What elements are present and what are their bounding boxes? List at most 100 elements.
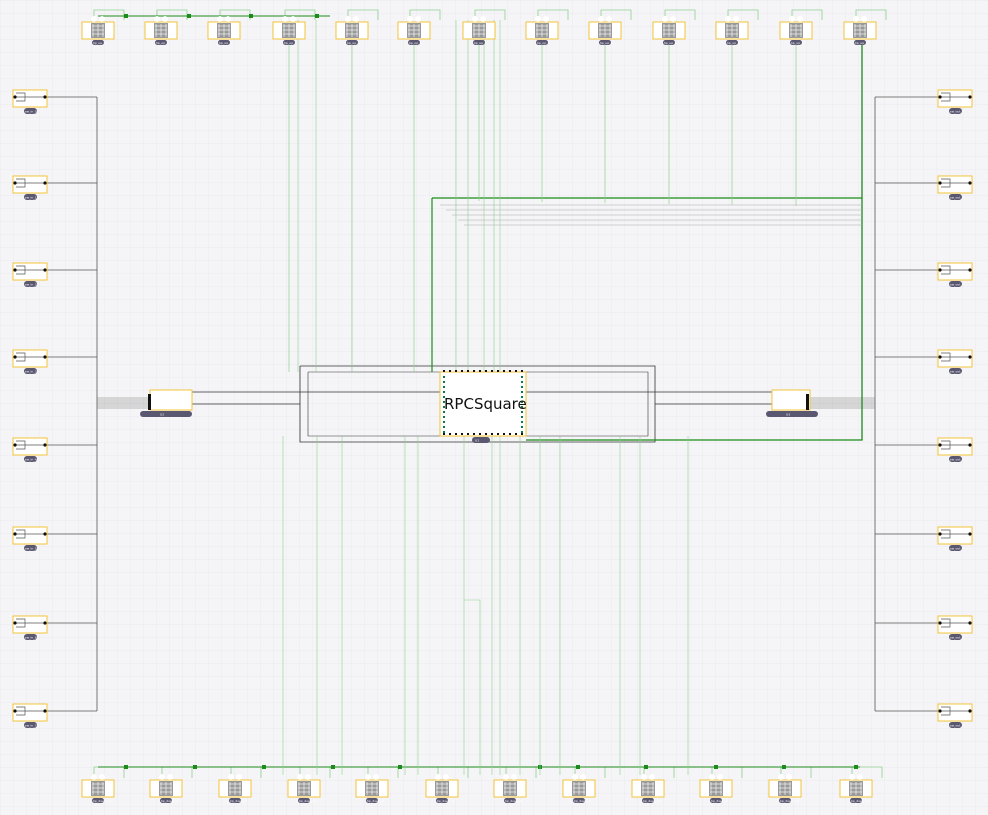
left-switch-1[interactable]: sw_in_1 [12, 175, 48, 200]
pin [43, 95, 47, 99]
top-header-12[interactable]: hp_up_12 [843, 16, 877, 45]
junction [315, 14, 319, 18]
pin [455, 370, 457, 372]
part-outline [937, 437, 973, 456]
bottom-header-11[interactable]: hp_down_11 [839, 774, 873, 803]
pin [515, 433, 517, 435]
left-switch-0[interactable]: sw_in_0 [12, 89, 48, 114]
right-switch-4[interactable]: sw_out_4 [937, 437, 973, 462]
pin [521, 421, 523, 423]
junction [124, 14, 128, 18]
part-label: hp_up_1 [156, 41, 169, 45]
bottom-header-8[interactable]: hp_down_8 [631, 774, 665, 803]
right-switch-3[interactable]: sw_out_3 [937, 349, 973, 374]
pin [479, 370, 481, 372]
top-header-0[interactable]: hp_up_0 [81, 16, 115, 45]
top-header-8[interactable]: hp_up_8 [588, 16, 622, 45]
left-switch-6[interactable]: sw_in_6 [12, 615, 48, 640]
pin [43, 532, 47, 536]
left-switch-4[interactable]: sw_in_4 [12, 437, 48, 462]
pin [938, 709, 942, 713]
bottom-header-9[interactable]: hp_down_9 [699, 774, 733, 803]
pin [521, 406, 523, 408]
right-switch-7[interactable]: sw_out_7 [937, 703, 973, 728]
pin [443, 411, 445, 413]
pin [473, 370, 475, 372]
top-header-11[interactable]: hp_up_11 [779, 16, 813, 45]
part-outline [937, 703, 973, 722]
right-chip[interactable]: U3 [766, 389, 818, 417]
bottom-header-10[interactable]: hp_down_10 [768, 774, 802, 803]
left-switch-7[interactable]: sw_in_7 [12, 703, 48, 728]
top-header-7[interactable]: hp_up_7 [525, 16, 559, 45]
pin-label [641, 774, 647, 780]
pin [938, 532, 942, 536]
pin-label [543, 16, 549, 22]
top-header-5[interactable]: hp_up_5 [397, 16, 431, 45]
pin-label [297, 774, 303, 780]
part-label-bg [24, 722, 37, 728]
junction [187, 14, 191, 18]
bottom-header-6[interactable]: hp_down_6 [493, 774, 527, 803]
bottom-header-4[interactable]: hp_down_4 [355, 774, 389, 803]
pin [443, 370, 445, 372]
pin [503, 433, 505, 435]
part-label-bg [346, 40, 358, 45]
part-outline [937, 89, 973, 108]
pin-label [167, 774, 173, 780]
pin-label [789, 16, 795, 22]
right-switch-6[interactable]: sw_out_6 [937, 615, 973, 640]
part-label: sw_out_4 [950, 457, 964, 461]
pin-label [373, 774, 379, 780]
main-chip[interactable]: RPCSquare U1 [439, 370, 527, 443]
pin [449, 433, 451, 435]
bottom-header-3[interactable]: hp_down_3 [287, 774, 321, 803]
top-header-10[interactable]: hp_up_10 [715, 16, 749, 45]
left-switch-5[interactable]: sw_in_5 [12, 526, 48, 551]
part-label-bg [710, 798, 722, 803]
pin-label [511, 774, 517, 780]
part-label-bg [436, 798, 448, 803]
pin [938, 621, 942, 625]
left-chip[interactable]: U2 [140, 389, 193, 417]
part-label-bg [949, 108, 962, 114]
right-switch-0[interactable]: sw_out_0 [937, 89, 973, 114]
pin [521, 386, 523, 388]
left-switch-2[interactable]: sw_in_2 [12, 262, 48, 287]
pin-label [725, 16, 731, 22]
part-label: hp_up_4 [347, 41, 360, 45]
wire [851, 766, 883, 780]
top-header-4[interactable]: hp_up_4 [335, 16, 369, 45]
pin [443, 433, 445, 435]
part-label: sw_out_0 [950, 109, 964, 113]
part-label-bg [573, 798, 585, 803]
pin [13, 268, 17, 272]
pin [509, 370, 511, 372]
top-header-9[interactable]: hp_up_9 [652, 16, 686, 45]
part-outline [937, 349, 973, 368]
part-label: hp_up_3 [284, 41, 297, 45]
bottom-header-2[interactable]: hp_down_2 [218, 774, 252, 803]
bottom-header-5[interactable]: hp_down_5 [425, 774, 459, 803]
top-header-1[interactable]: hp_up_1 [144, 16, 178, 45]
right-switch-5[interactable]: sw_out_5 [937, 526, 973, 551]
bottom-header-0[interactable]: hp_down_0 [81, 774, 115, 803]
pin [461, 433, 463, 435]
part-label: hp_down_11 [851, 799, 870, 803]
bottom-header-1[interactable]: hp_down_1 [149, 774, 183, 803]
top-header-2[interactable]: hp_up_2 [207, 16, 241, 45]
bottom-header-7[interactable]: hp_down_7 [562, 774, 596, 803]
top-header-6[interactable]: hp_up_6 [462, 16, 496, 45]
part-outline [12, 262, 48, 281]
right-switch-2[interactable]: sw_out_2 [937, 262, 973, 287]
pin-label [345, 16, 351, 22]
pin-label [709, 774, 715, 780]
left-switch-3[interactable]: sw_in_3 [12, 349, 48, 374]
main-chip-name: RPCSquare [444, 395, 527, 413]
top-header-3[interactable]: hp_up_3 [272, 16, 306, 45]
pin [938, 268, 942, 272]
right-switch-1[interactable]: sw_out_1 [937, 175, 973, 200]
part-label: hp_up_2 [219, 41, 232, 45]
pin-label [162, 16, 168, 22]
